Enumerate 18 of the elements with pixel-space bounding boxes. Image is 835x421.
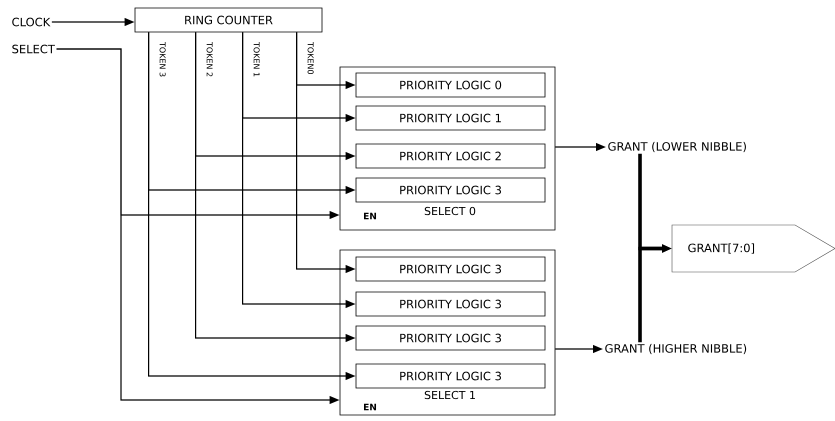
logic-box: PRIORITY LOGIC 1 bbox=[356, 106, 546, 130]
logic-box: PRIORITY LOGIC 3 bbox=[356, 292, 546, 316]
output-port: GRANT[7:0] bbox=[672, 224, 835, 272]
logic-box: PRIORITY LOGIC 3 bbox=[356, 364, 546, 388]
logic-box: PRIORITY LOGIC 3 bbox=[356, 256, 546, 282]
edge-label: TOKEN0 bbox=[308, 42, 314, 74]
edge-label: TOKEN 2 bbox=[206, 42, 213, 76]
signal-label: GRANT (HIGHER NIBBLE) bbox=[605, 344, 746, 354]
edge-label: TOKEN 3 bbox=[160, 42, 166, 76]
signal-label: GRANT (LOWER NIBBLE) bbox=[608, 142, 746, 152]
logic-box: PRIORITY LOGIC 3 bbox=[356, 326, 546, 350]
edge-label: TOKEN 1 bbox=[254, 42, 260, 76]
counter-box: RING COUNTER bbox=[134, 8, 322, 32]
logic-box: PRIORITY LOGIC 0 bbox=[356, 72, 546, 98]
logic-box: PRIORITY LOGIC 3 bbox=[356, 178, 546, 202]
signal-label: CLOCK bbox=[12, 18, 50, 26]
logic-box: PRIORITY LOGIC 2 bbox=[356, 144, 546, 168]
signal-label: SELECT bbox=[12, 44, 55, 54]
